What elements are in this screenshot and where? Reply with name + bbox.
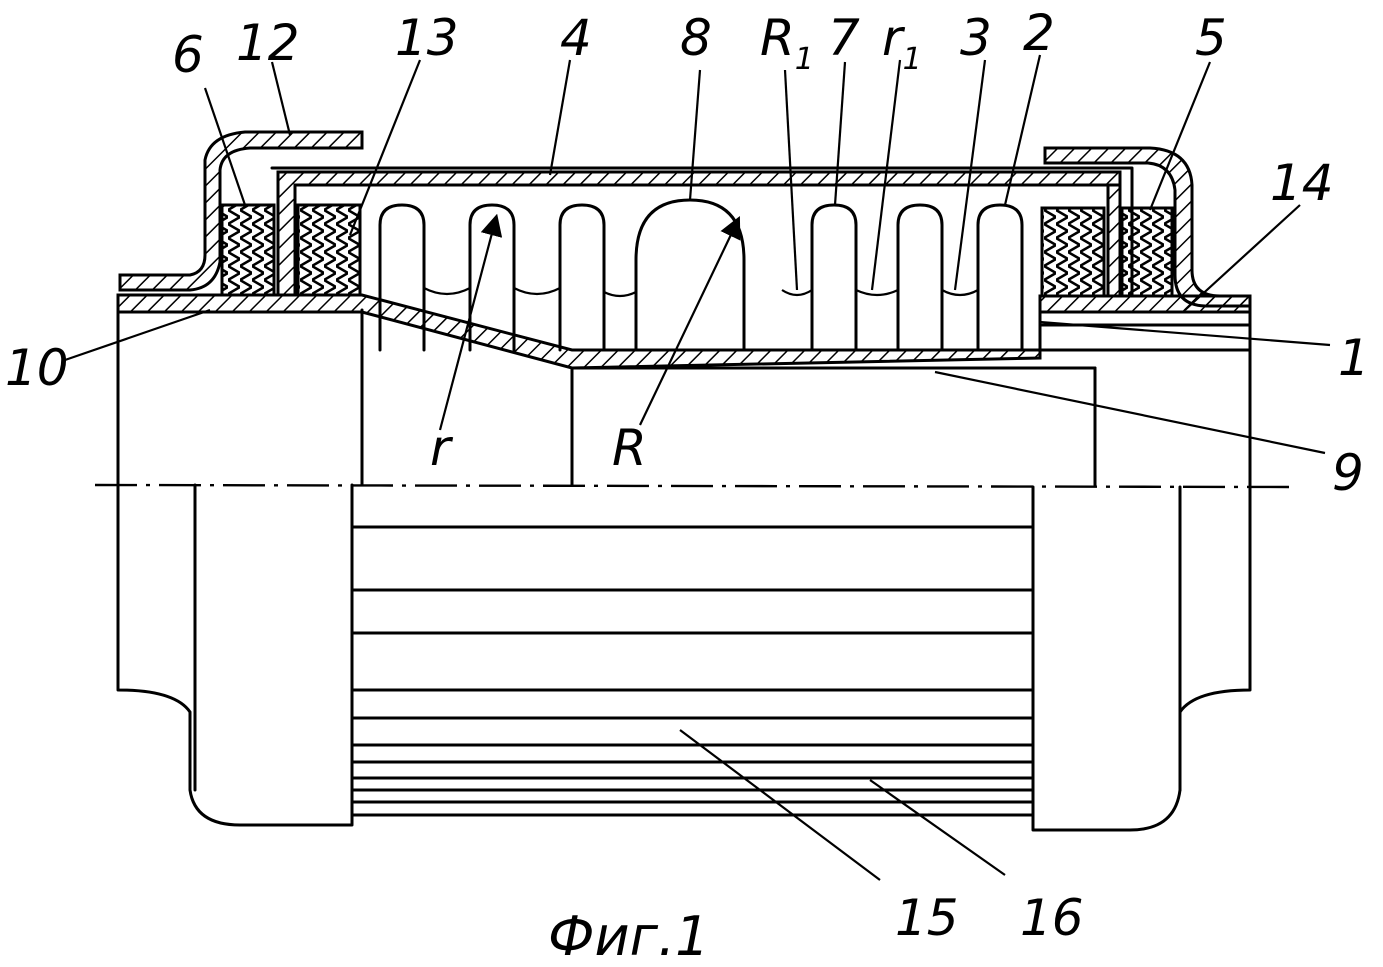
figure-caption: Фиг.1 (548, 905, 709, 967)
left-shaft-block (118, 310, 362, 485)
laminated-core (352, 527, 1033, 815)
label-2: 2 (1023, 4, 1055, 62)
label-5: 5 (1195, 9, 1227, 67)
label-R: R (612, 419, 647, 477)
label-3: 3 (960, 9, 992, 67)
label-4: 4 (560, 9, 592, 67)
top-cover-right-bend (1108, 185, 1120, 296)
label-12: 12 (236, 14, 300, 72)
label-16: 16 (1020, 889, 1084, 947)
inner-sleeve (118, 295, 1040, 368)
lower-left-end-cap (118, 300, 352, 825)
left-winding-pack-6 (222, 205, 274, 295)
center-shaft-block (572, 368, 1095, 485)
label-r: r (430, 419, 454, 477)
right-flange-base (1040, 312, 1250, 325)
label-14: 14 (1270, 154, 1334, 212)
top-cover (278, 172, 1120, 295)
right-shaft-block (1040, 325, 1250, 485)
label-9: 9 (1332, 444, 1364, 502)
label-8: 8 (680, 9, 712, 67)
lower-right-end-cap (1033, 305, 1250, 830)
right-winding-pack-outer (1122, 208, 1172, 296)
right-winding-pack-5 (1042, 208, 1104, 296)
top-cover-upper-rail (272, 168, 1132, 296)
label-10: 10 (5, 339, 69, 397)
left-winding-pack-13 (298, 205, 360, 295)
label-1: 1 (1338, 329, 1370, 387)
label-7: 7 (828, 9, 860, 67)
symmetry-axis (95, 485, 1290, 487)
label-r1: r1 (882, 9, 922, 77)
label-R1: R1 (760, 9, 814, 77)
label-15: 15 (895, 889, 959, 947)
label-6: 6 (172, 26, 204, 84)
label-13: 13 (395, 9, 459, 67)
